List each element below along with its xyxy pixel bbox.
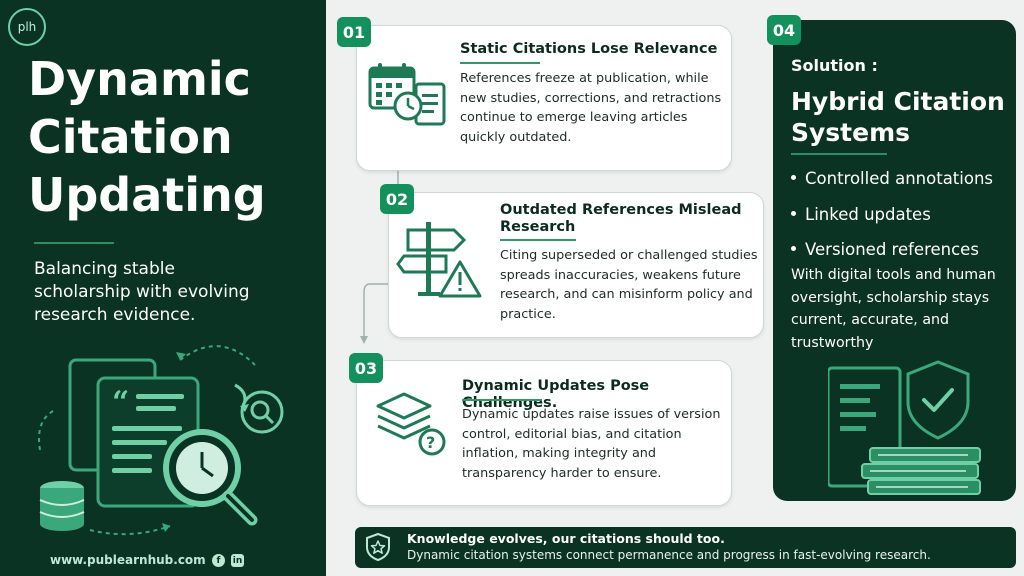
page-title: Dynamic Citation Updating	[28, 52, 266, 222]
layers-question-icon: ?	[376, 392, 446, 456]
shield-star-icon	[366, 532, 390, 562]
bullet-icon	[791, 246, 796, 251]
logo[interactable]: plh	[8, 8, 46, 46]
list-item-label: Versioned references	[805, 240, 979, 259]
step-text-02: Citing superseded or challenged studies …	[500, 248, 758, 322]
signpost-warning-icon	[396, 222, 482, 298]
facebook-glyph: f	[216, 555, 221, 566]
facebook-icon[interactable]: f	[212, 554, 225, 567]
website-link[interactable]: www.publearnhub.com	[50, 553, 206, 567]
step-text-01: References freeze at publication, while …	[460, 71, 722, 145]
list-item-label: Controlled annotations	[805, 169, 994, 188]
banner-heading: Knowledge evolves, our citations should …	[407, 531, 725, 546]
solution-list: Controlled annotations Linked updates Ve…	[791, 161, 993, 268]
divider	[791, 153, 887, 155]
step-number-02: 02	[380, 184, 414, 214]
divider	[34, 242, 114, 244]
calendar-document-icon	[368, 63, 446, 126]
solution-text: With digital tools and human oversight, …	[791, 267, 996, 351]
step-number-03: 03	[349, 353, 383, 383]
step-card-03	[356, 360, 732, 506]
step-number-04: 04	[767, 15, 801, 45]
bullet-icon	[791, 175, 796, 180]
divider	[500, 239, 576, 241]
solution-panel: Solution : Hybrid Citation Systems Contr…	[773, 20, 1016, 501]
solution-title: Hybrid Citation Systems	[791, 87, 1005, 147]
bottom-banner: Knowledge evolves, our citations should …	[355, 527, 1016, 568]
svg-text:“: “	[112, 385, 129, 420]
document-shield-books-icon	[828, 360, 981, 495]
step-title-01: Static Citations Lose Relevance	[460, 41, 718, 57]
svg-text:?: ?	[426, 433, 435, 452]
subtitle: Balancing stable scholarship with evolvi…	[34, 259, 250, 325]
step-title-02: Outdated References Mislead Research	[500, 202, 742, 235]
banner-text: Dynamic citation systems connect permane…	[407, 548, 931, 562]
step-text-03: Dynamic updates raise issues of version …	[462, 407, 721, 481]
step-number-01: 01	[337, 17, 371, 47]
solution-label: Solution :	[791, 56, 878, 75]
linkedin-icon[interactable]: in	[231, 554, 244, 567]
document-magnifier-illustration: “	[38, 345, 284, 536]
list-item: Controlled annotations	[791, 161, 993, 197]
divider	[460, 62, 540, 64]
list-item: Linked updates	[791, 197, 993, 233]
bullet-icon	[791, 210, 796, 216]
linkedin-glyph: in	[232, 555, 243, 566]
step-card-02	[388, 192, 764, 338]
logo-text: plh	[17, 20, 37, 34]
left-panel: plh Dynamic Citation Updating Balancing …	[0, 0, 326, 576]
divider	[462, 399, 542, 401]
list-item: Versioned references	[791, 232, 993, 268]
list-item-label: Linked updates	[805, 204, 931, 224]
